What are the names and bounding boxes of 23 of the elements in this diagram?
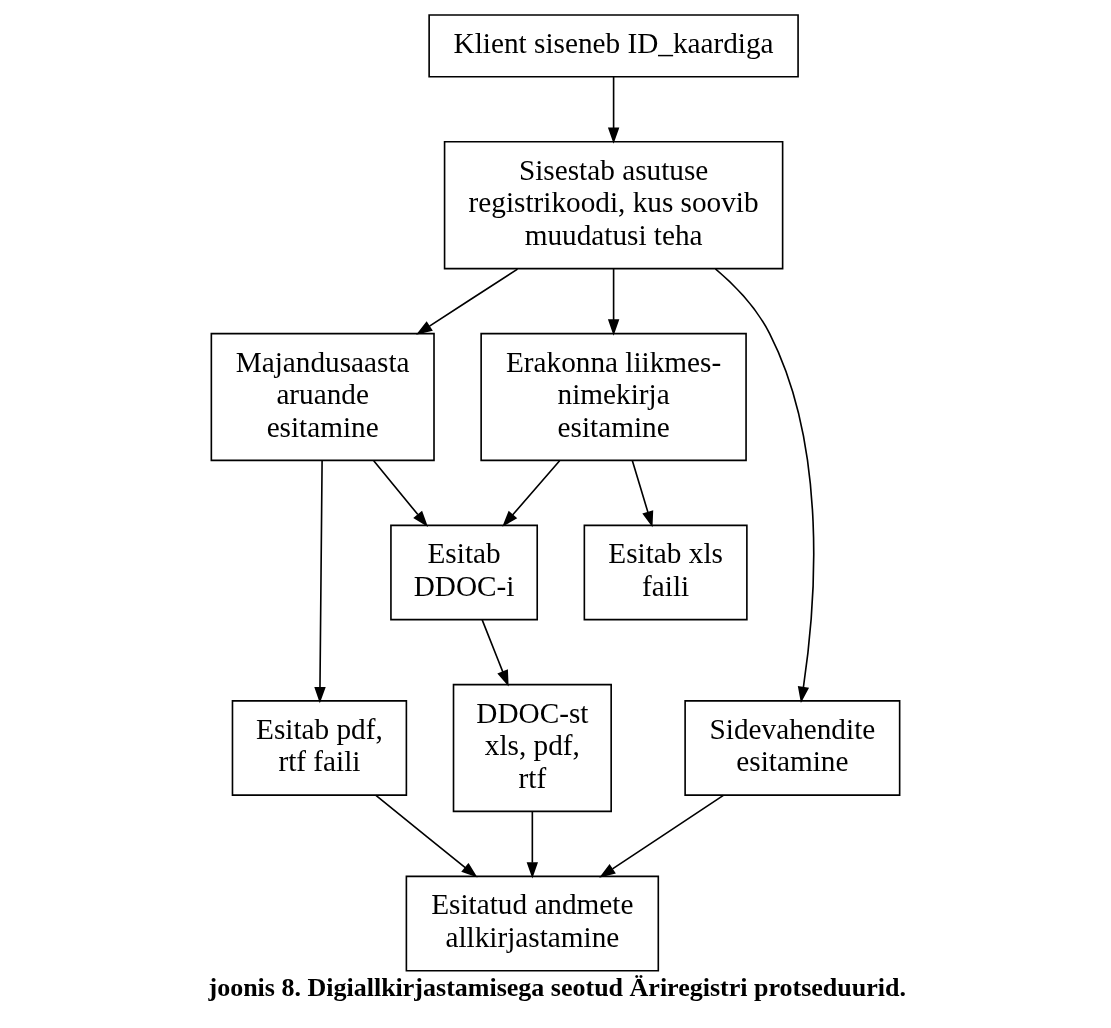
arrow	[599, 794, 725, 878]
arrow	[416, 268, 519, 335]
arrow	[314, 459, 326, 704]
node-box: Esitatud andmete allkirjastamine	[405, 875, 660, 972]
arrow	[607, 76, 620, 144]
arrow	[607, 268, 620, 336]
node-box: Esitab xls faili	[583, 524, 748, 621]
arrow	[714, 268, 815, 703]
arrow	[502, 460, 561, 527]
node-box: DDOC-st xls, pdf, rtf	[452, 683, 612, 813]
arrow	[375, 794, 478, 878]
arrow	[526, 811, 539, 879]
node-box: Sisestab asutuse registrikoodi, kus soovib muudatusi teha	[443, 141, 784, 270]
node-box: Klient siseneb ID_kaardiga	[428, 14, 799, 78]
arrow	[631, 460, 654, 528]
node-box: Esitab DDOC-i	[390, 524, 539, 621]
node-box: Erakonna liikmes- nimekirja esitamine	[480, 332, 747, 462]
caption: joonis 8. Digiallkirjastamisega seotud Äriregistri protseduurid.	[208, 973, 906, 1003]
node-box: Majandusaasta aruande esitamine	[210, 332, 435, 462]
arrow	[481, 619, 509, 687]
node-box: Sidevahendite esitamine	[684, 700, 901, 796]
arrow	[372, 460, 428, 527]
node-box: Esitab pdf, rtf faili	[231, 700, 408, 796]
